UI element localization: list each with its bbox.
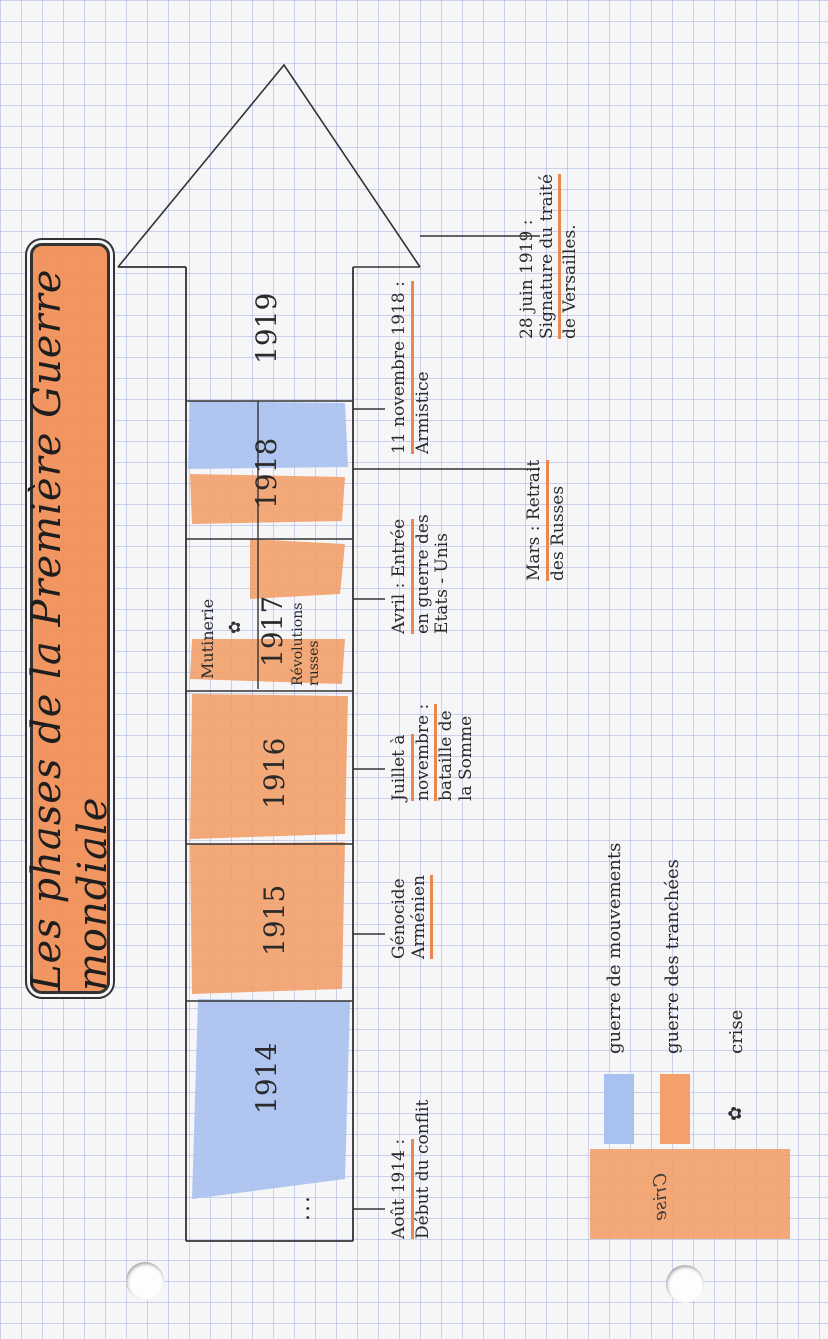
event-1916-line1: Juillet à: [389, 734, 414, 801]
event-1918-mars-line2: des Russes: [547, 485, 568, 581]
legend: guerre de mouvements guerre des tranchée…: [590, 789, 790, 1149]
mutinerie-note: Mutinerie: [198, 598, 217, 679]
event-1919: 28 juin 1919 : Signature du traité de Ve…: [517, 104, 581, 339]
event-1914: Août 1914 : Début du conflit: [389, 1069, 433, 1239]
event-1918-date: 11 novembre 1918 :: [389, 281, 414, 454]
legend-swatch-tranchees: [660, 1074, 690, 1144]
punch-hole-top: [126, 1262, 164, 1300]
ellipsis: ...: [290, 1194, 315, 1221]
event-1915-line2: Arménien: [409, 875, 434, 959]
event-1917-line1: Avril : Entrée: [389, 518, 414, 634]
crise-marker-1917: ✿: [225, 620, 244, 634]
year-1915: 1915: [258, 884, 291, 956]
event-1917-line2: en guerre des: [412, 514, 433, 634]
event-1919-date: 28 juin 1919 :: [517, 219, 537, 339]
event-1914-date: Août 1914 :: [389, 1138, 414, 1239]
revolutions-note: Révolutions russes: [290, 602, 322, 686]
shading-mouvements: [188, 401, 350, 1199]
event-1916: Juillet à novembre : bataille de la Somm…: [389, 641, 476, 801]
mirror-note: Crise: [590, 1149, 790, 1239]
year-1917: 1917: [256, 595, 289, 667]
shading-tranchees: [190, 474, 348, 994]
event-1918-mars: Mars : Retrait des Russes: [524, 436, 568, 581]
year-1919: 1919: [250, 292, 283, 364]
event-1915: Génocide Arménien: [389, 829, 434, 959]
legend-label-mouvements: guerre de mouvements: [604, 842, 625, 1054]
year-1918: 1918: [250, 437, 283, 509]
mirror-note-text: Crise: [650, 1172, 671, 1221]
event-1916-line3: bataille de: [436, 710, 457, 801]
event-1916-line4: la Somme: [455, 715, 476, 801]
year-1916: 1916: [258, 737, 291, 809]
flower-icon: ✿: [725, 1105, 746, 1121]
legend-label-tranchees: guerre des tranchées: [662, 859, 683, 1054]
event-1914-text: Début du conflit: [412, 1099, 433, 1239]
year-1914: 1914: [250, 1042, 283, 1114]
event-1916-line2: novembre :: [413, 703, 438, 801]
legend-swatch-mouvements: [604, 1074, 634, 1144]
event-1917: Avril : Entrée en guerre des Etats - Uni…: [389, 474, 453, 634]
event-1917-line3: Etats - Unis: [432, 533, 453, 634]
event-1918-text: Armistice: [412, 371, 433, 454]
legend-label-crise: crise: [726, 1009, 747, 1054]
event-1918-mars-line1: Mars : Retrait: [524, 459, 549, 581]
event-1919-line2: Signature du traité: [537, 173, 562, 339]
event-1918: 11 novembre 1918 : Armistice: [389, 274, 433, 454]
event-1915-line1: Génocide: [389, 878, 409, 959]
punch-hole-bottom: [666, 1265, 704, 1303]
event-1919-line3: de Versailles.: [560, 224, 581, 339]
